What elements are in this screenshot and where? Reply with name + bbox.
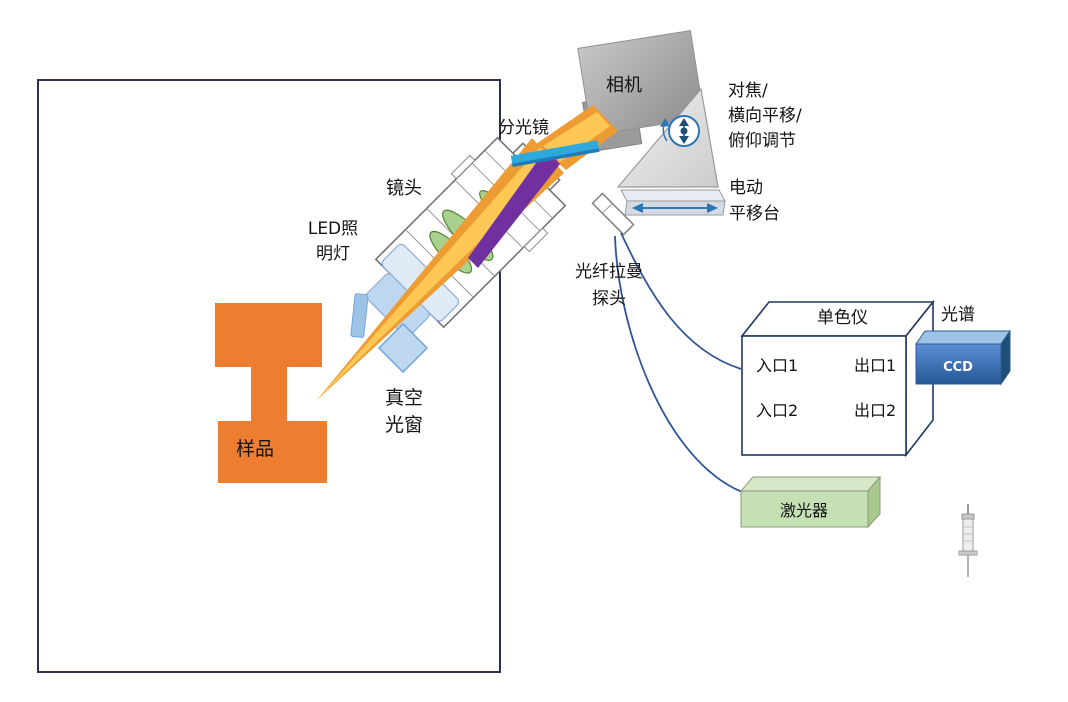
fiber-probe-label: 光纤拉曼 探头 <box>570 259 648 313</box>
motor-stage-label-line2: 平移台 <box>729 204 780 224</box>
vacuum-window-label-line2: 光窗 <box>384 414 423 436</box>
led-illuminator-bar <box>350 293 369 338</box>
exit1-label: 出口1 <box>854 356 897 375</box>
exit2-label: 出口2 <box>854 401 897 420</box>
laser-box <box>739 475 882 529</box>
stage-top-face <box>620 189 726 202</box>
prism-triangle <box>616 87 719 188</box>
ccd-label: CCD <box>943 360 973 375</box>
ccd-front <box>915 343 1002 385</box>
vacuum-window <box>377 322 429 374</box>
adjustment-label-line1: 对焦/ <box>728 81 768 101</box>
led-light-label-line1: LED照 <box>307 219 359 239</box>
sample-block-bottom <box>218 421 327 483</box>
vacuum-chamber-outline <box>37 79 501 673</box>
fiber-to-laser <box>614 235 743 493</box>
entrance2-label: 入口2 <box>756 401 799 420</box>
fiber-to-monochromator <box>620 232 742 370</box>
lens-side-tab-left <box>450 154 476 180</box>
lens-side-tab-right <box>523 227 549 253</box>
motor-stage-label: 电动 平移台 <box>729 175 780 227</box>
purple-beam <box>468 149 560 268</box>
fiber-probe-label-line2: 探头 <box>592 289 626 309</box>
fiber-probe-label-line1: 光纤拉曼 <box>575 262 643 282</box>
camera-label: 相机 <box>606 75 642 96</box>
beam-splitter <box>510 140 600 168</box>
monochromator-label: 单色仪 <box>817 308 868 328</box>
spectrum-label: 光谱 <box>941 305 975 325</box>
adjustment-label: 对焦/ 横向平移/ 俯仰调节 <box>728 79 802 154</box>
entrance1-label: 入口1 <box>756 356 799 375</box>
led-light-label-line2: 明灯 <box>316 244 350 264</box>
adjustment-prism <box>616 87 719 188</box>
fiber-cables <box>614 232 743 493</box>
laser-front <box>740 490 869 528</box>
ccd-top <box>915 330 1011 345</box>
lens-label: 镜头 <box>386 178 422 199</box>
syringe-icon <box>958 504 978 577</box>
sample-label: 样品 <box>236 438 275 460</box>
beam-splitter-label: 分光镜 <box>498 118 549 138</box>
laser-top <box>739 476 882 492</box>
monochromator-box <box>740 299 935 458</box>
excitation-beam <box>317 105 618 400</box>
fiber-raman-probe <box>591 192 635 236</box>
beam-splitter-plate <box>510 140 599 164</box>
sample-block-top <box>215 303 322 367</box>
raman-beam <box>468 149 560 268</box>
laser-label: 激光器 <box>779 501 828 520</box>
ccd-box <box>915 329 1011 386</box>
vacuum-window-glass <box>377 322 429 374</box>
chamber-rect <box>37 79 501 673</box>
sample-stage <box>215 303 327 483</box>
adjustment-label-line2: 横向平移/ <box>728 106 802 126</box>
sample-connector <box>251 367 287 421</box>
monochromator-front <box>741 335 907 456</box>
motor-stage-label-line1: 电动 <box>729 178 763 198</box>
camera-body <box>577 30 705 136</box>
beam-splitter-edge <box>512 147 600 168</box>
probe-body <box>591 192 635 236</box>
motor-translation-stage <box>620 189 726 216</box>
yellow-beam-core <box>318 147 557 399</box>
vacuum-window-label: 真空 光窗 <box>381 385 427 439</box>
led-light-label: LED照 明灯 <box>300 217 366 267</box>
vacuum-window-label-line1: 真空 <box>384 387 423 409</box>
adjustment-label-line3: 俯仰调节 <box>728 131 796 151</box>
camera-box <box>577 30 705 136</box>
